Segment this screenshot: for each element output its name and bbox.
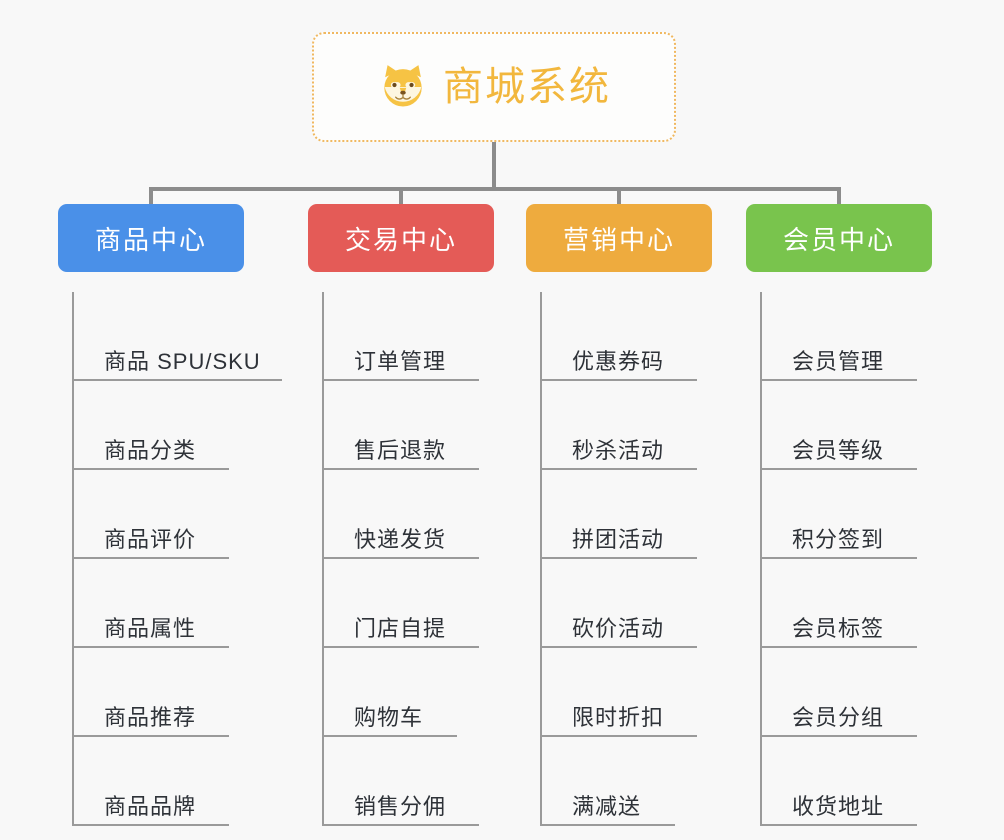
leaf-item[interactable]: 会员等级 xyxy=(762,381,932,470)
leaf-list: 优惠券码 秒杀活动 拼团活动 砍价活动 限时折扣 xyxy=(540,292,712,826)
leaf-item[interactable]: 满减送 xyxy=(542,737,712,826)
branch-header-label: 营销中心 xyxy=(562,224,675,255)
leaf-item[interactable]: 收货地址 xyxy=(762,737,932,826)
leaf-item[interactable]: 商品分类 xyxy=(74,381,244,470)
leaf-item[interactable]: 销售分佣 xyxy=(324,737,494,826)
leaf-underline xyxy=(324,646,479,648)
leaf-item[interactable]: 砍价活动 xyxy=(542,559,712,648)
leaf-item[interactable]: 购物车 xyxy=(324,648,494,737)
branch-header-label: 交易中心 xyxy=(344,224,457,255)
shiba-dog-icon xyxy=(384,65,422,107)
leaf-underline xyxy=(74,646,229,648)
leaf-item[interactable]: 商品推荐 xyxy=(74,648,244,737)
leaf-label: 优惠券码 xyxy=(572,349,665,374)
leaf-label: 积分签到 xyxy=(792,527,885,552)
leaf-underline xyxy=(74,379,282,381)
leaf-underline xyxy=(74,468,229,470)
leaf-underline xyxy=(762,646,917,648)
leaf-label: 购物车 xyxy=(354,705,424,730)
leaf-underline xyxy=(324,557,479,559)
leaf-item[interactable]: 商品属性 xyxy=(74,559,244,648)
branch-column-member: 会员中心 会员管理 会员等级 积分签到 会员标签 xyxy=(746,204,932,826)
leaf-label: 拼团活动 xyxy=(572,527,665,552)
leaf-label: 门店自提 xyxy=(354,616,447,641)
leaf-underline xyxy=(74,824,229,826)
leaf-item[interactable]: 商品品牌 xyxy=(74,737,244,826)
leaf-label: 会员分组 xyxy=(792,705,885,730)
leaf-label: 商品分类 xyxy=(104,438,197,463)
leaf-item[interactable]: 会员标签 xyxy=(762,559,932,648)
leaf-underline xyxy=(74,557,229,559)
leaf-label: 订单管理 xyxy=(354,349,447,374)
leaf-item[interactable]: 拼团活动 xyxy=(542,470,712,559)
branch-header-member[interactable]: 会员中心 xyxy=(746,204,932,272)
leaf-label: 秒杀活动 xyxy=(572,438,665,463)
leaf-item[interactable]: 会员分组 xyxy=(762,648,932,737)
leaf-label: 会员等级 xyxy=(792,438,885,463)
branch-header-commodity[interactable]: 商品中心 xyxy=(58,204,244,272)
leaf-underline xyxy=(762,468,917,470)
leaf-list: 订单管理 售后退款 快递发货 门店自提 购物车 xyxy=(322,292,494,826)
branch-column-marketing: 营销中心 优惠券码 秒杀活动 拼团活动 砍价活动 xyxy=(526,204,712,826)
leaf-label: 会员标签 xyxy=(792,616,885,641)
leaf-label: 售后退款 xyxy=(354,438,447,463)
leaf-label: 砍价活动 xyxy=(572,616,665,641)
leaf-underline xyxy=(762,379,917,381)
leaf-item[interactable]: 售后退款 xyxy=(324,381,494,470)
leaf-label: 商品属性 xyxy=(104,616,197,641)
root-title: 商城系统 xyxy=(443,65,611,109)
leaf-label: 快递发货 xyxy=(354,527,447,552)
leaf-label: 商品品牌 xyxy=(104,794,197,819)
leaf-label: 会员管理 xyxy=(792,349,885,374)
leaf-label: 商品 SPU/SKU xyxy=(104,349,261,374)
leaf-underline xyxy=(762,735,917,737)
leaf-underline xyxy=(542,468,697,470)
leaf-underline xyxy=(324,735,457,737)
branch-column-trade: 交易中心 订单管理 售后退款 快递发货 门店自提 xyxy=(308,204,494,826)
leaf-label: 收货地址 xyxy=(792,794,885,819)
branch-header-trade[interactable]: 交易中心 xyxy=(308,204,494,272)
leaf-label: 销售分佣 xyxy=(354,794,447,819)
leaf-underline xyxy=(74,735,229,737)
leaf-label: 满减送 xyxy=(572,794,642,819)
leaf-item[interactable]: 会员管理 xyxy=(762,292,932,381)
leaf-underline xyxy=(542,646,697,648)
leaf-item[interactable]: 快递发货 xyxy=(324,470,494,559)
leaf-underline xyxy=(542,557,697,559)
leaf-list: 会员管理 会员等级 积分签到 会员标签 会员分组 xyxy=(760,292,932,826)
leaf-underline xyxy=(324,824,479,826)
leaf-underline xyxy=(324,468,479,470)
root-node[interactable]: 商城系统 xyxy=(312,32,676,142)
leaf-label: 商品评价 xyxy=(104,527,197,552)
leaf-underline xyxy=(762,557,917,559)
leaf-underline xyxy=(542,379,697,381)
leaf-underline xyxy=(324,379,479,381)
leaf-label: 商品推荐 xyxy=(104,705,197,730)
leaf-item[interactable]: 限时折扣 xyxy=(542,648,712,737)
leaf-item[interactable]: 优惠券码 xyxy=(542,292,712,381)
leaf-item[interactable]: 商品 SPU/SKU xyxy=(74,292,282,381)
leaf-item[interactable]: 门店自提 xyxy=(324,559,494,648)
branch-header-label: 商品中心 xyxy=(94,224,207,255)
leaf-list: 商品 SPU/SKU 商品分类 商品评价 商品属性 商品推荐 xyxy=(72,292,282,826)
leaf-underline xyxy=(762,824,917,826)
leaf-item[interactable]: 积分签到 xyxy=(762,470,932,559)
leaf-item[interactable]: 秒杀活动 xyxy=(542,381,712,470)
branch-header-marketing[interactable]: 营销中心 xyxy=(526,204,712,272)
leaf-item[interactable]: 商品评价 xyxy=(74,470,244,559)
branch-header-label: 会员中心 xyxy=(782,224,895,255)
leaf-item[interactable]: 订单管理 xyxy=(324,292,494,381)
leaf-underline xyxy=(542,824,675,826)
leaf-underline xyxy=(542,735,697,737)
branch-column-commodity: 商品中心 商品 SPU/SKU 商品分类 商品评价 商品属性 xyxy=(58,204,282,826)
leaf-label: 限时折扣 xyxy=(572,705,665,730)
